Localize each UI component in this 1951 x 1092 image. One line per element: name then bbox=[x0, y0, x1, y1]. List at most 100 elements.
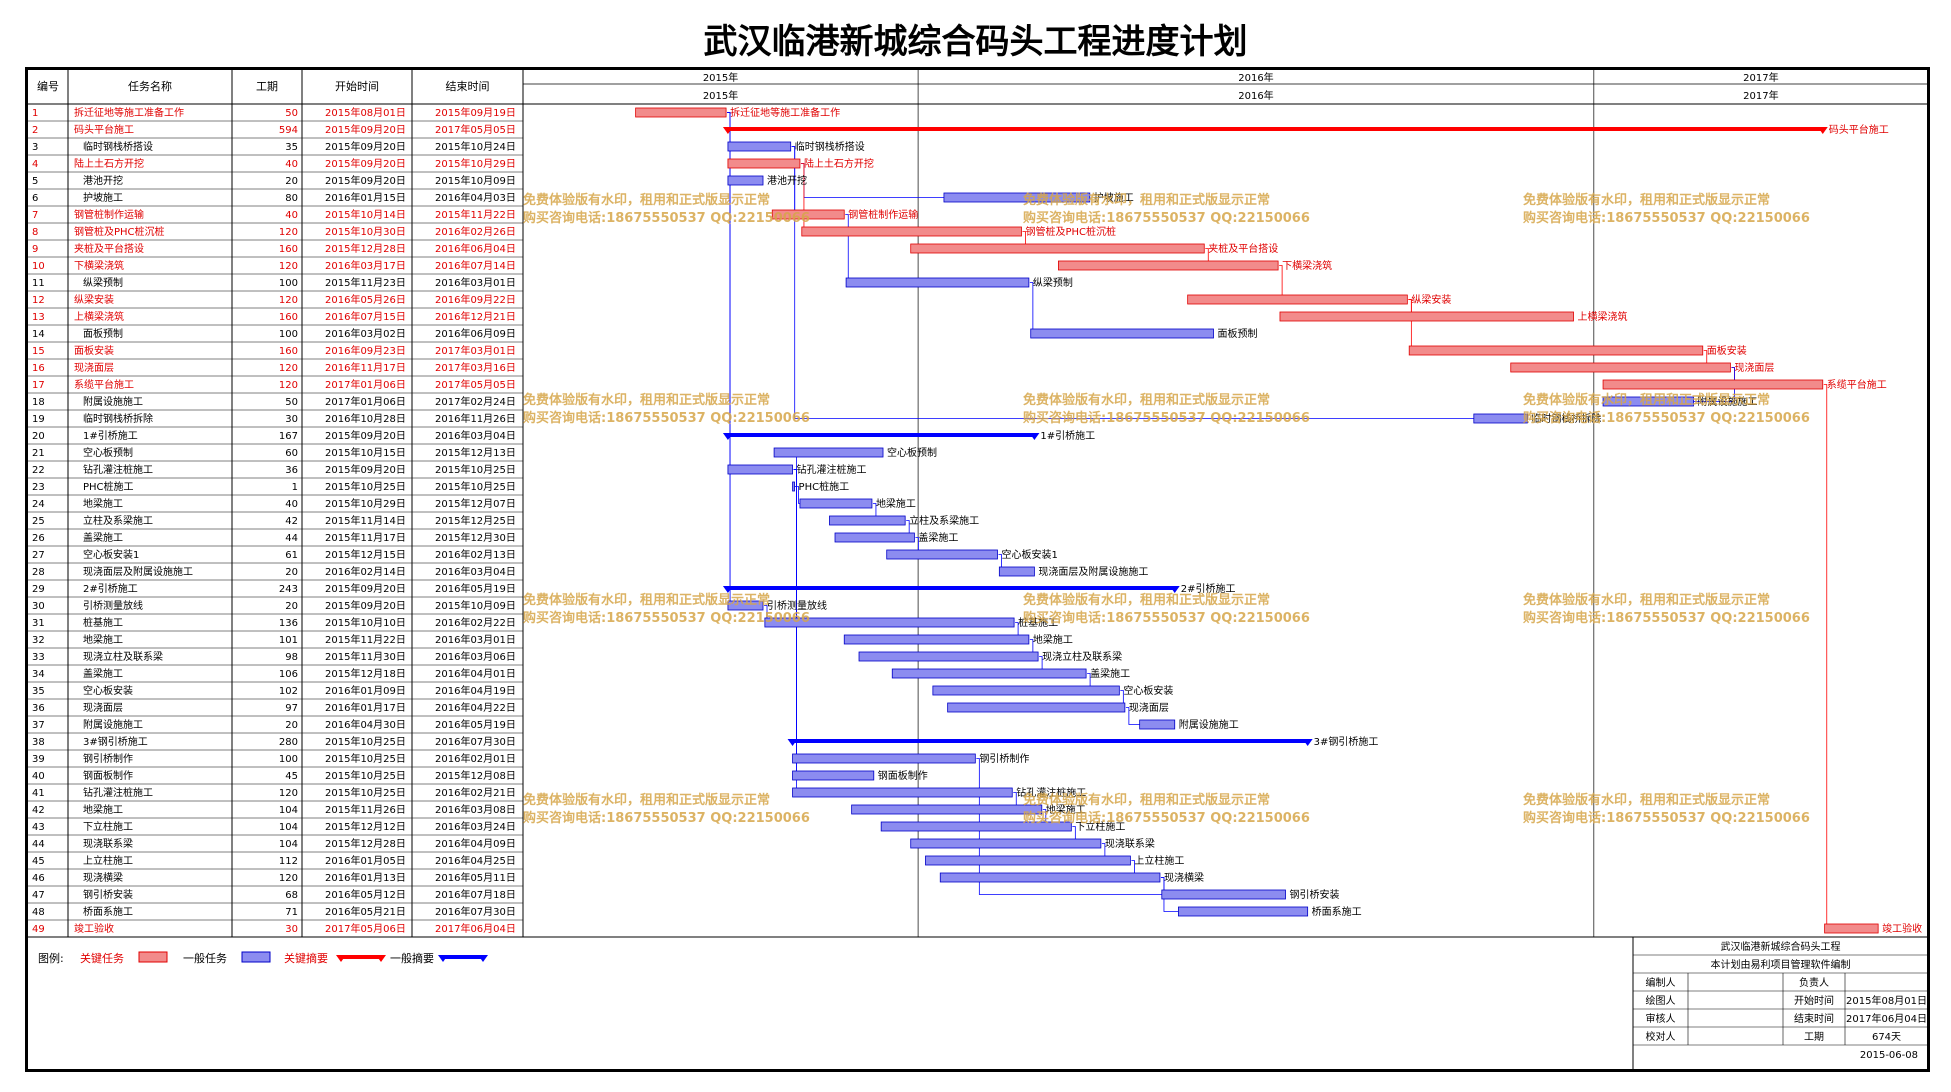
task-start: 2015年10月14日 bbox=[325, 208, 406, 221]
task-name: 上立柱施工 bbox=[83, 854, 133, 867]
task-start: 2015年10月15日 bbox=[325, 446, 406, 459]
task-bar bbox=[910, 838, 1102, 849]
task-start: 2015年12月18日 bbox=[325, 667, 406, 680]
task-name: 3#钢引桥施工 bbox=[83, 735, 148, 748]
task-duration: 160 bbox=[279, 346, 298, 357]
legend-critical-swatch bbox=[138, 951, 168, 963]
info-cell: 2017年06月04日 bbox=[1846, 1012, 1927, 1025]
table-header-4: 结束时间 bbox=[446, 80, 490, 93]
task-bar bbox=[801, 226, 1022, 237]
task-end: 2015年10月29日 bbox=[435, 157, 516, 170]
legend-normal-summary-marker bbox=[438, 955, 448, 962]
task-id: 16 bbox=[32, 363, 45, 374]
legend-critical-summary: 关键摘要 bbox=[284, 951, 328, 965]
task-start: 2016年02月14日 bbox=[325, 565, 406, 578]
task-end: 2015年10月25日 bbox=[435, 463, 516, 476]
task-duration: 120 bbox=[279, 380, 298, 391]
bar-label: 面板安装 bbox=[1707, 344, 1747, 357]
legend-normal-swatch bbox=[241, 951, 271, 963]
task-id: 26 bbox=[32, 533, 45, 544]
task-duration: 120 bbox=[279, 873, 298, 884]
legend-critical-summary-bar bbox=[340, 955, 382, 959]
bar-label: 现浇立柱及联系梁 bbox=[1042, 650, 1122, 663]
task-name: 护坡施工 bbox=[83, 191, 123, 204]
gantt-frame bbox=[25, 67, 1930, 1072]
task-start: 2015年10月10日 bbox=[325, 616, 406, 629]
bar-label: 钢引桥制作 bbox=[979, 752, 1029, 765]
task-name: 钢管桩制作运输 bbox=[74, 208, 144, 221]
watermark-line2: 购买咨询电话:18675550537 QQ:22150066 bbox=[523, 210, 810, 226]
task-id: 36 bbox=[32, 703, 45, 714]
task-name: 地梁施工 bbox=[83, 633, 123, 646]
info-cell: 2015年08月01日 bbox=[1846, 994, 1927, 1007]
task-name: 临时钢栈桥拆除 bbox=[83, 412, 153, 425]
task-start: 2015年10月25日 bbox=[325, 480, 406, 493]
watermark-line2: 购买咨询电话:18675550537 QQ:22150066 bbox=[1023, 210, 1310, 226]
task-end: 2016年05月19日 bbox=[435, 718, 516, 731]
task-duration: 120 bbox=[279, 261, 298, 272]
task-end: 2015年10月25日 bbox=[435, 480, 516, 493]
task-id: 9 bbox=[32, 244, 38, 255]
task-end: 2017年03月01日 bbox=[435, 344, 516, 357]
task-duration: 80 bbox=[285, 193, 298, 204]
task-bar bbox=[1602, 379, 1824, 390]
task-end: 2016年04月22日 bbox=[435, 701, 516, 714]
task-bar bbox=[851, 804, 1043, 815]
dependency-link bbox=[1408, 299, 1412, 351]
task-id: 24 bbox=[32, 499, 45, 510]
task-end: 2016年02月26日 bbox=[435, 225, 516, 238]
task-duration: 60 bbox=[285, 448, 298, 459]
year-label-top: 2015年 bbox=[703, 71, 738, 84]
task-id: 46 bbox=[32, 873, 45, 884]
task-end: 2016年02月13日 bbox=[435, 548, 516, 561]
task-name: 钢管桩及PHC桩沉桩 bbox=[74, 225, 165, 238]
dependency-link bbox=[1125, 707, 1140, 725]
task-bar bbox=[1178, 906, 1309, 917]
task-name: 桥面系施工 bbox=[83, 905, 133, 918]
task-name: 桩基施工 bbox=[83, 616, 123, 629]
task-bar bbox=[843, 634, 1030, 645]
task-start: 2016年03月02日 bbox=[325, 327, 406, 340]
task-end: 2016年07月14日 bbox=[435, 259, 516, 272]
watermark-line2: 购买咨询电话:18675550537 QQ:22150066 bbox=[1023, 810, 1310, 826]
task-bar bbox=[727, 175, 764, 186]
task-name: 空心板预制 bbox=[83, 446, 133, 459]
table-header-0: 编号 bbox=[37, 79, 59, 93]
task-name: 系缆平台施工 bbox=[74, 378, 134, 391]
task-duration: 97 bbox=[285, 703, 298, 714]
task-bar bbox=[845, 277, 1030, 288]
task-name: 纵梁预制 bbox=[83, 276, 123, 289]
summary-bar bbox=[727, 433, 1035, 437]
task-start: 2015年12月15日 bbox=[325, 548, 406, 561]
task-duration: 71 bbox=[285, 907, 298, 918]
task-start: 2017年05月06日 bbox=[325, 922, 406, 935]
task-name: 附属设施施工 bbox=[83, 395, 143, 408]
task-bar bbox=[998, 566, 1035, 577]
task-id: 35 bbox=[32, 686, 45, 697]
task-name: 面板安装 bbox=[74, 344, 114, 357]
bar-label: 空心板预制 bbox=[887, 446, 937, 459]
bar-label: 1#引桥施工 bbox=[1040, 429, 1095, 442]
summary-end-marker bbox=[1029, 433, 1040, 440]
summary-bar bbox=[727, 127, 1823, 131]
summary-bar bbox=[792, 739, 1308, 743]
task-id: 28 bbox=[32, 567, 45, 578]
task-duration: 100 bbox=[279, 329, 298, 340]
table-header-1: 任务名称 bbox=[128, 79, 172, 93]
task-end: 2016年07月30日 bbox=[435, 905, 516, 918]
task-duration: 20 bbox=[285, 601, 298, 612]
task-id: 43 bbox=[32, 822, 45, 833]
task-end: 2016年03月08日 bbox=[435, 803, 516, 816]
watermark-line1: 免费体验版有水印，租用和正式版显示正常 bbox=[1523, 392, 1770, 408]
task-name: 立柱及系梁施工 bbox=[83, 514, 153, 527]
task-bar bbox=[1139, 719, 1176, 730]
task-end: 2016年05月19日 bbox=[435, 582, 516, 595]
task-name: 下横梁浇筑 bbox=[74, 259, 124, 272]
info-cell: 编制人 bbox=[1646, 976, 1676, 989]
task-duration: 106 bbox=[279, 669, 298, 680]
info-cell: 负责人 bbox=[1799, 976, 1829, 989]
task-end: 2016年03月04日 bbox=[435, 429, 516, 442]
bar-label: 夹桩及平台搭设 bbox=[1208, 242, 1278, 255]
bar-label: 现浇联系梁 bbox=[1105, 837, 1155, 850]
task-end: 2016年02月21日 bbox=[435, 786, 516, 799]
